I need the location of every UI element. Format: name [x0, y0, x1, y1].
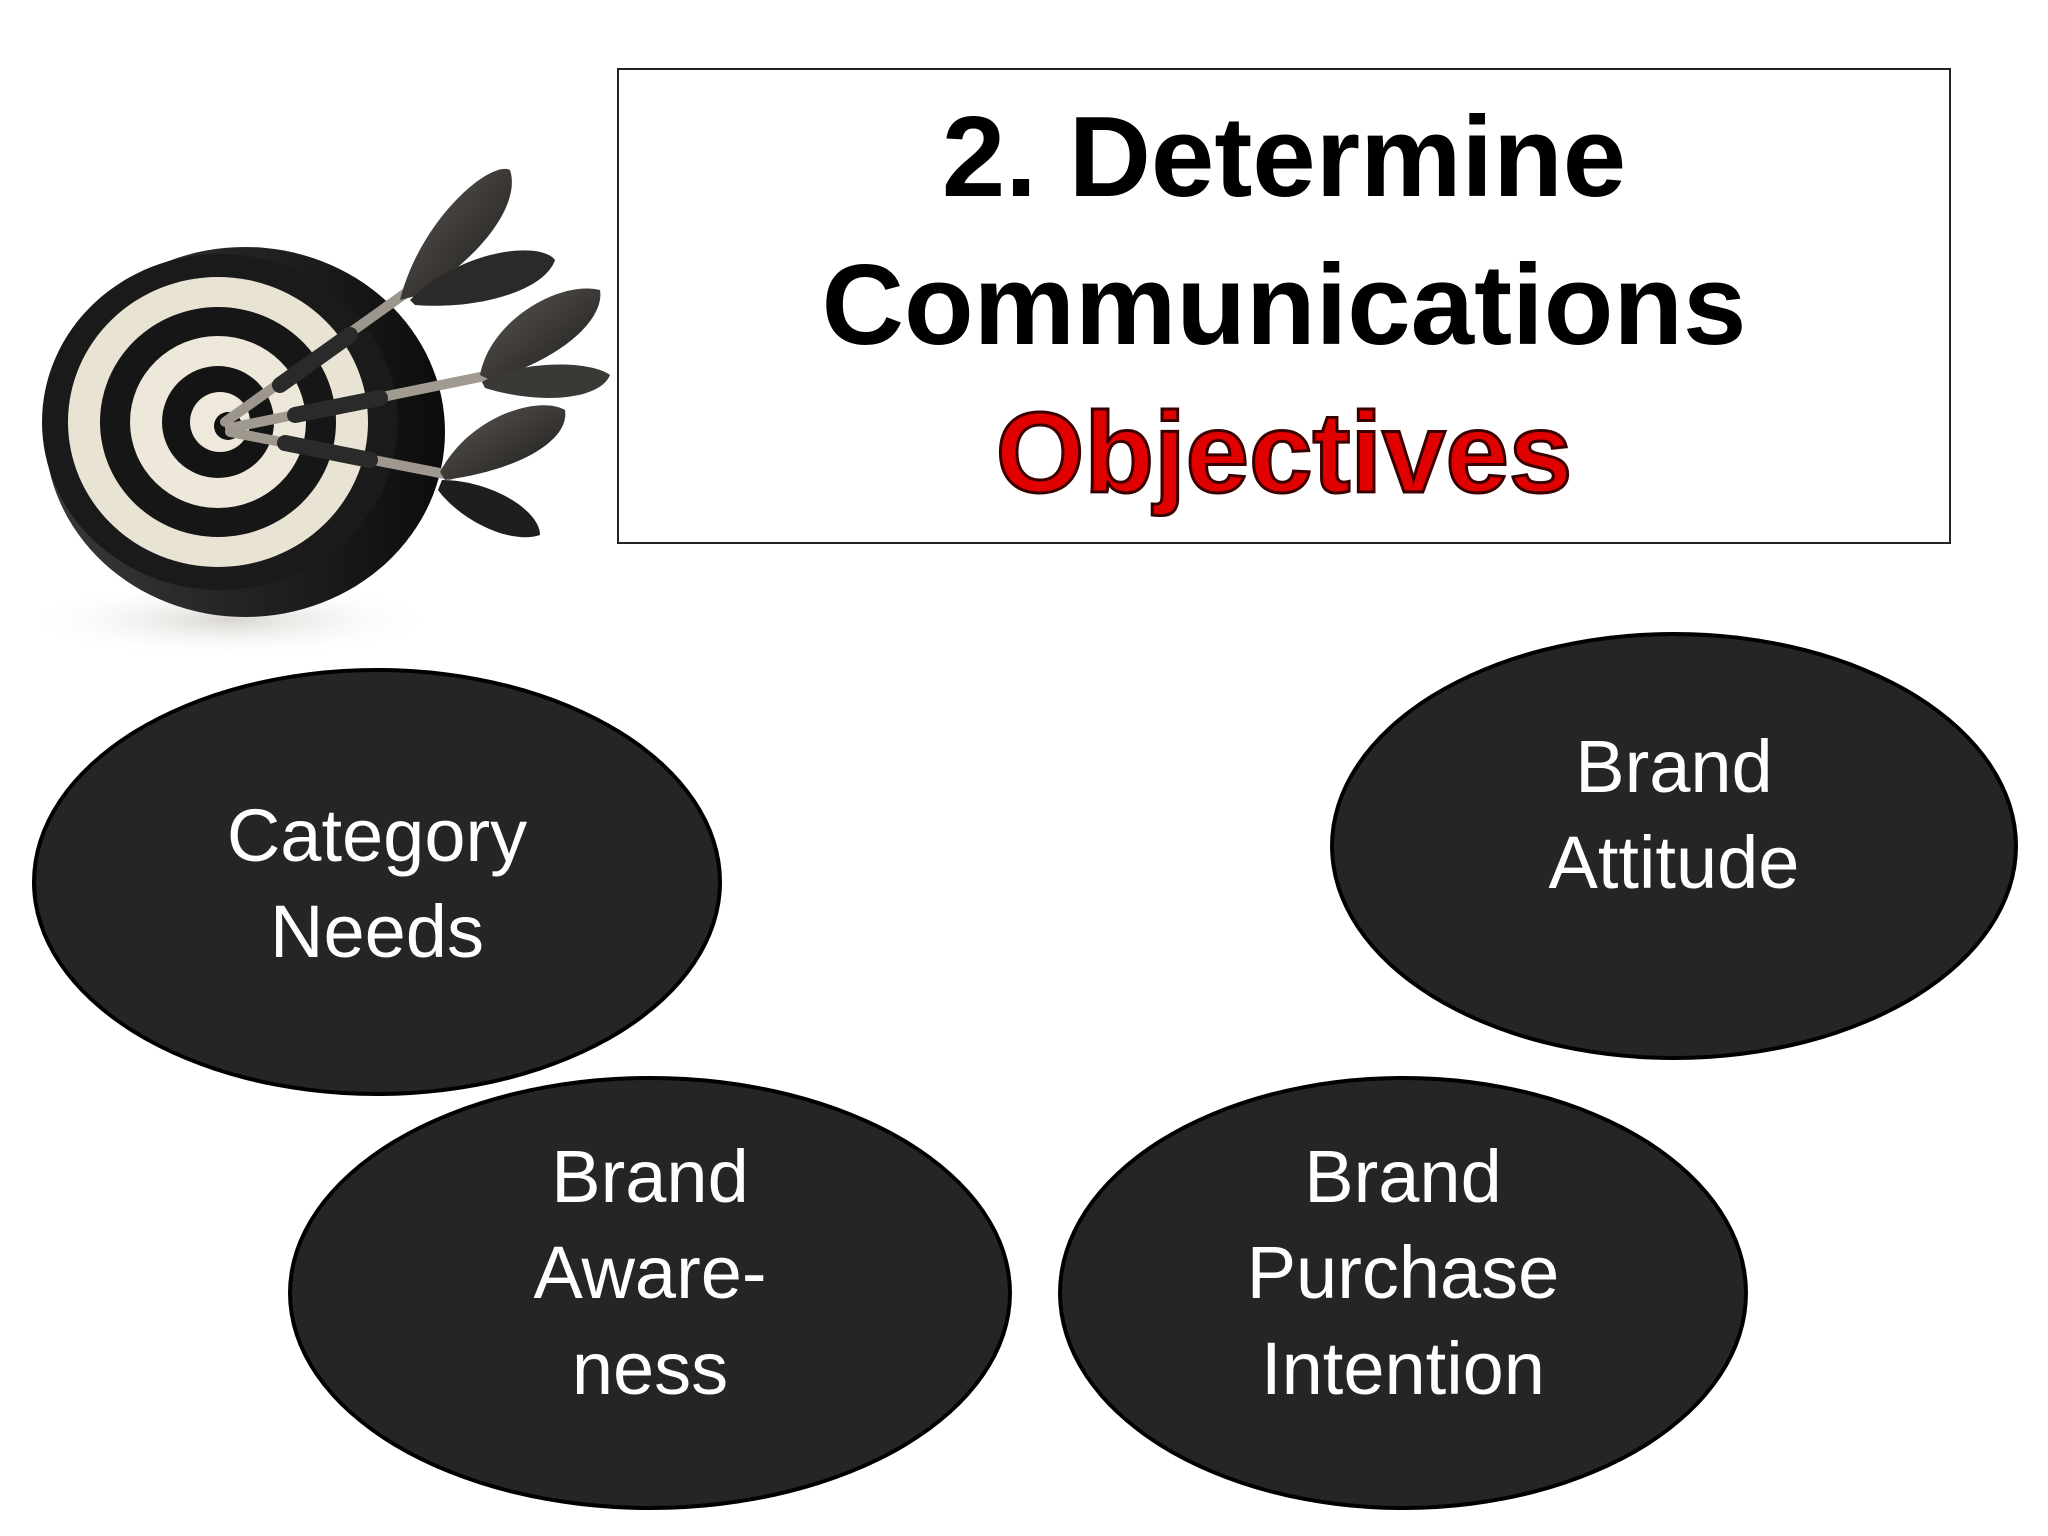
objective-label: Brand Aware- ness: [533, 1135, 767, 1410]
title-line-1: 2. Determine: [941, 94, 1627, 221]
title-line-3: Objectives: [994, 389, 1574, 519]
objective-label: Brand Attitude: [1548, 725, 1800, 904]
objective-brand-attitude: Brand Attitude: [1330, 632, 2018, 1060]
objective-brand-purchase-intention: Brand Purchase Intention: [1058, 1076, 1748, 1510]
dartboard-with-darts-icon: [20, 168, 610, 658]
title-box: 2. Determine Communications Objectives: [617, 68, 1951, 544]
objective-label: Brand Purchase Intention: [1246, 1135, 1560, 1410]
objective-label: Category Needs: [226, 794, 528, 973]
title-line-2: Communications: [821, 242, 1747, 369]
objective-brand-awareness: Brand Aware- ness: [288, 1076, 1012, 1510]
objective-category-needs: Category Needs: [32, 668, 722, 1096]
